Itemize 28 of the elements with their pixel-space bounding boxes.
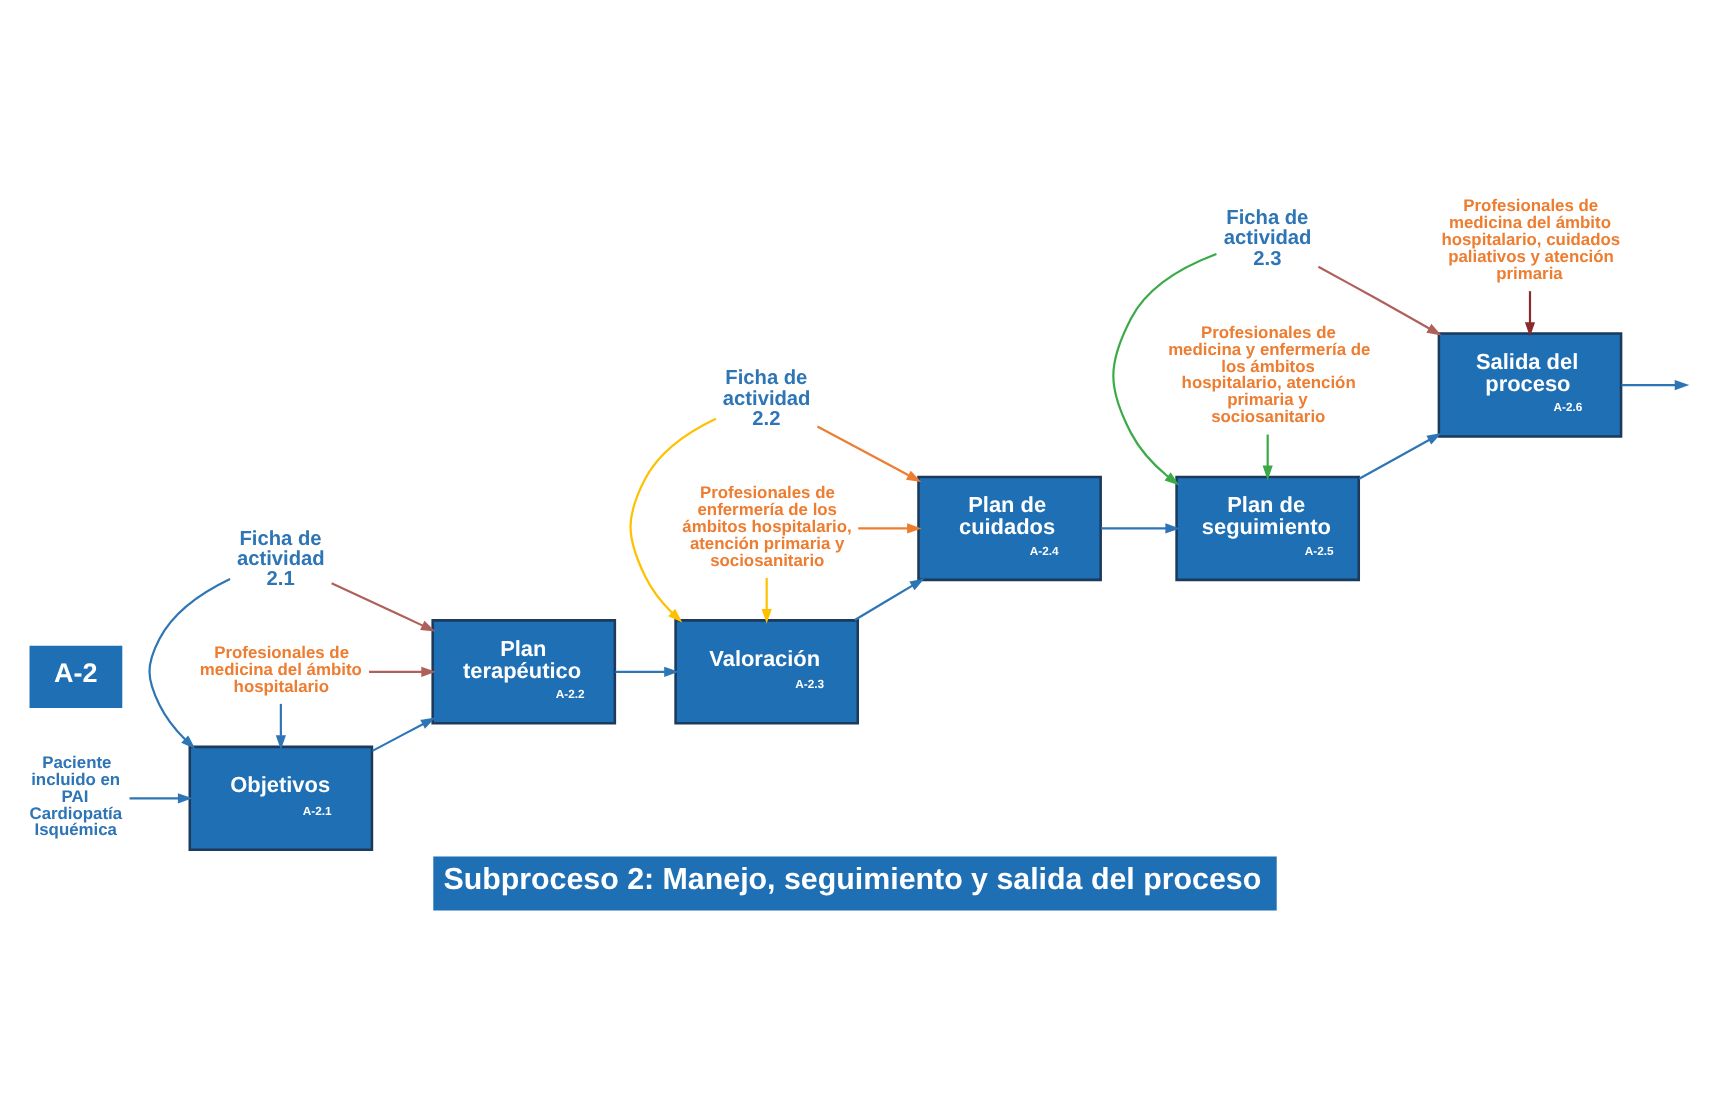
node-text: Ficha de actividad 2.3: [1223, 207, 1312, 270]
arrow: [1524, 290, 1536, 336]
arrow: [369, 665, 436, 676]
label: A-2: [53, 656, 98, 687]
arrow: [129, 792, 193, 803]
node-text: Profesionales de enfermería de los ámbitos hospitalario, atención primaria y sociosanitario: [682, 481, 852, 569]
arrow: [371, 716, 436, 751]
arrow: [1317, 264, 1442, 335]
arrow: [761, 576, 772, 623]
arrow: [1358, 432, 1442, 479]
arrow: [615, 665, 679, 676]
arrow: [854, 577, 925, 620]
node-text: Paciente incluido en PAI Cardiopatía Isquémica: [29, 750, 123, 839]
arrow: [148, 576, 231, 749]
diagram-title: Subproceso 2: Manejo, seguimiento y salida del proceso: [443, 862, 1262, 897]
arrow: [629, 416, 717, 622]
node-text: Profesionales de medicina del ámbito hospitalario, cuidados paliativos y atención primaria: [1441, 194, 1621, 282]
node-text: Profesionales de medicina del ámbito hospitalario: [199, 641, 362, 696]
arrow: [331, 581, 436, 631]
node-text: Profesionales de medicina y enfermería de los ámbitos hospitalario, atención primaria y sociosanitario: [1168, 320, 1371, 426]
arrow: [1101, 522, 1180, 533]
arrow: [275, 702, 286, 749]
node-text: Ficha de actividad 2.1: [237, 527, 325, 591]
arrow: [1262, 433, 1273, 480]
arrow: [1112, 252, 1217, 485]
arrow: [858, 522, 922, 533]
arrow: [816, 424, 922, 481]
node-text: Ficha de actividad 2.2: [722, 367, 811, 430]
